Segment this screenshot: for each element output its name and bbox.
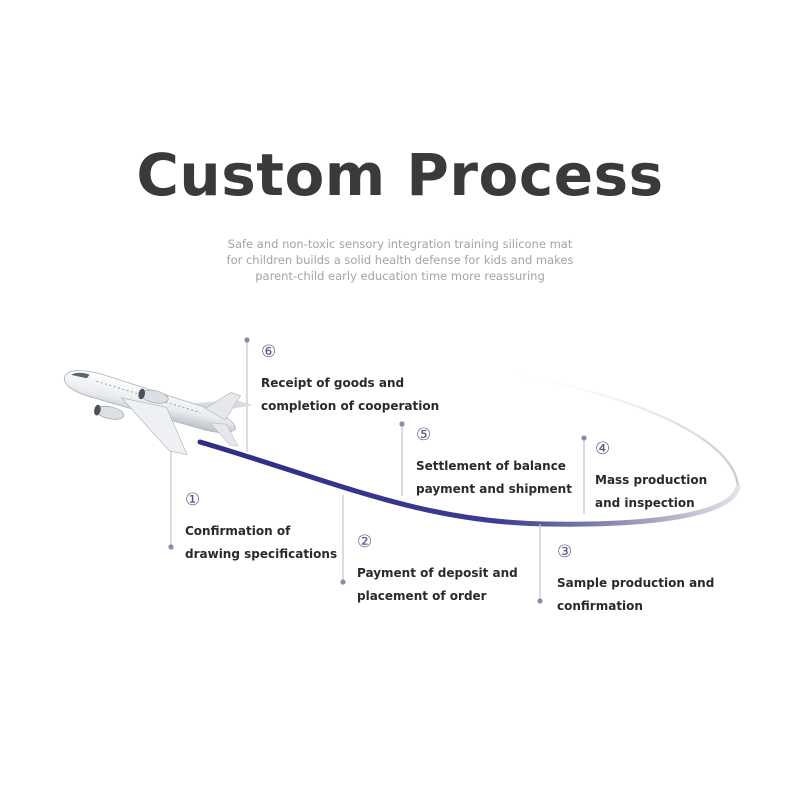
- step-4: ④ Mass production and inspection: [595, 439, 707, 515]
- connector-dot: [244, 337, 250, 343]
- step-label: Receipt of goods and: [261, 376, 405, 390]
- connector-dot: [399, 421, 405, 427]
- subtitle-line: for children builds a solid health defen…: [226, 253, 574, 267]
- step-label: confirmation: [557, 599, 643, 613]
- step-5: ⑤ Settlement of balance payment and ship…: [416, 425, 572, 501]
- flight-path: [197, 439, 741, 527]
- step-number: ⑤: [416, 425, 432, 445]
- flight-path-return: [499, 370, 740, 488]
- step-6: ⑥ Receipt of goods and completion of coo…: [261, 342, 439, 418]
- step-number: ②: [357, 532, 373, 552]
- step-2: ② Payment of deposit and placement of or…: [357, 532, 518, 608]
- step-label: Sample production and: [557, 576, 715, 590]
- step-number: ①: [185, 490, 201, 510]
- step-label: Payment of deposit and: [357, 566, 518, 580]
- step-number: ③: [557, 542, 573, 562]
- step-label: payment and shipment: [416, 482, 572, 496]
- step-1: ① Confirmation of drawing specifications: [185, 490, 337, 566]
- page-title: Custom Process: [136, 141, 664, 209]
- subtitle-line: Safe and non-toxic sensory integration t…: [227, 237, 573, 251]
- connector-dot: [537, 598, 543, 604]
- connector-dot: [581, 435, 587, 441]
- connector-dot: [340, 579, 346, 585]
- step-label: and inspection: [595, 496, 695, 510]
- step-label: Mass production: [595, 473, 708, 487]
- step-label: completion of cooperation: [261, 399, 440, 413]
- step-label: Confirmation of: [185, 524, 291, 538]
- step-number: ⑥: [261, 342, 277, 362]
- step-connectors: [168, 337, 587, 604]
- step-number: ④: [595, 439, 611, 459]
- airplane-icon: [64, 370, 253, 456]
- step-label: Settlement of balance: [416, 459, 566, 473]
- step-label: drawing specifications: [185, 547, 338, 561]
- step-label: placement of order: [357, 589, 487, 603]
- subtitle-line: parent-child early education time more r…: [255, 269, 545, 283]
- step-3: ③ Sample production and confirmation: [557, 542, 714, 618]
- connector-dot: [168, 544, 174, 550]
- page-subtitle: Safe and non-toxic sensory integration t…: [200, 236, 600, 284]
